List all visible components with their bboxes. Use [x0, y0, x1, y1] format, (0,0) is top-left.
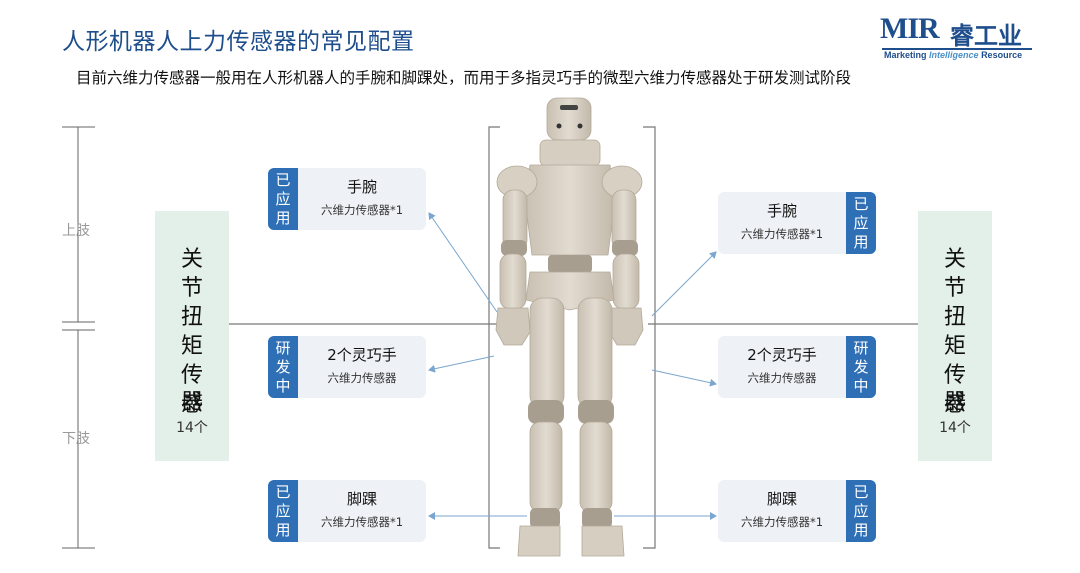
left-ankle-card: 已 应 用 脚踝 六维力传感器*1: [268, 480, 426, 542]
left-wrist-card: 已 应 用 手腕 六维力传感器*1: [268, 168, 426, 230]
upper-limb-label: 上肢: [62, 223, 90, 239]
right-bracket: [643, 126, 656, 549]
card-desc: 六维力传感器: [747, 371, 817, 385]
mir-logo: MIR 睿工业 Marketing Intelligence Resource: [880, 12, 1050, 60]
card-desc: 六维力传感器*1: [740, 227, 824, 241]
right-joint-torque-box: 关 节 扭 矩 传 感 器 14个: [918, 211, 992, 461]
card-desc: 六维力传感器*1: [740, 515, 824, 529]
left-bracket: [488, 126, 500, 549]
left-hand-card: 研 发 中 2个灵巧手 六维力传感器: [268, 336, 426, 398]
status-badge: 已 应 用: [846, 480, 876, 542]
humanoid-robot-figure: [495, 97, 644, 557]
page-title: 人形机器人上力传感器的常见配置: [62, 29, 415, 55]
status-badge: 研 发 中: [268, 336, 298, 398]
right-ankle-card: 脚踝 六维力传感器*1 已 应 用: [718, 480, 876, 542]
card-title: 脚踝: [766, 490, 797, 508]
status-badge: 已 应 用: [268, 480, 298, 542]
right-joint-torque-label: 关 节 扭 矩 传 感: [943, 247, 966, 417]
limb-axis: [62, 126, 95, 549]
status-badge: 已 应 用: [268, 168, 298, 230]
lower-limb-label: 下肢: [62, 431, 90, 447]
card-title: 手腕: [766, 202, 797, 220]
logo-chinese-name: 睿工业: [950, 22, 1022, 50]
page-subtitle: 目前六维力传感器一般用在人形机器人的手腕和脚踝处，而用于多指灵巧手的微型六维力传…: [76, 69, 852, 87]
card-title: 2个灵巧手: [747, 346, 817, 364]
left-joint-count: 器 14个: [176, 390, 208, 437]
card-desc: 六维力传感器: [327, 371, 397, 385]
left-joint-torque-box: 关 节 扭 矩 传 感 器 14个: [155, 211, 229, 461]
card-title: 手腕: [346, 178, 377, 196]
card-title: 脚踝: [346, 490, 377, 508]
connector-arrows: [428, 212, 717, 520]
card-desc: 六维力传感器*1: [320, 203, 404, 217]
logo-wordmark: MIR: [880, 12, 940, 45]
logo-underline: [882, 48, 1032, 50]
right-hand-card: 2个灵巧手 六维力传感器 研 发 中: [718, 336, 876, 398]
card-title: 2个灵巧手: [327, 346, 397, 364]
right-joint-count: 器 14个: [939, 390, 971, 437]
card-desc: 六维力传感器*1: [320, 515, 404, 529]
right-wrist-card: 手腕 六维力传感器*1 已 应 用: [718, 192, 876, 254]
status-badge: 已 应 用: [846, 192, 876, 254]
left-joint-torque-label: 关 节 扭 矩 传 感: [180, 247, 203, 417]
logo-tagline: Marketing Intelligence Resource: [884, 50, 1023, 60]
status-badge: 研 发 中: [846, 336, 876, 398]
